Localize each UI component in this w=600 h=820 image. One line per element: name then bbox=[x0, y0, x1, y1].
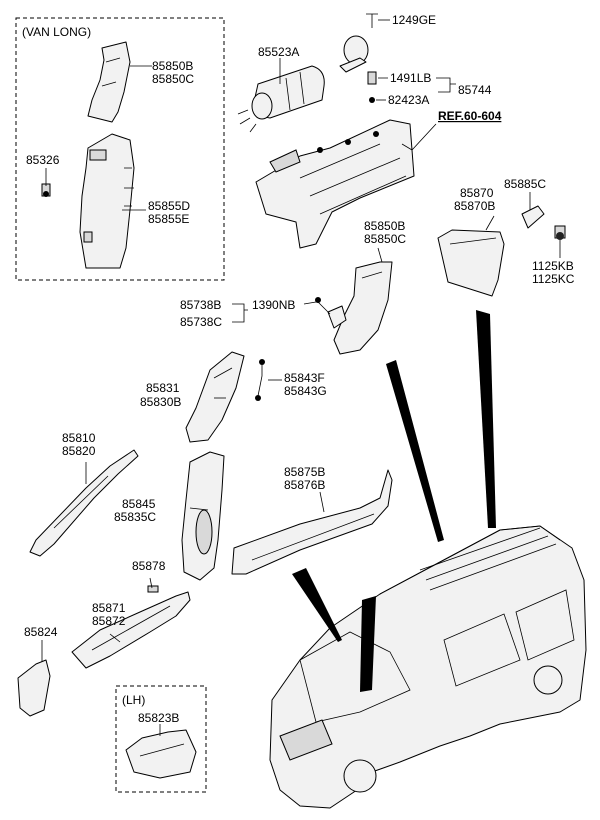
label-85823b: 85823B bbox=[138, 711, 179, 725]
part-labels: 1249GE 85523A 85850B 85850C 1491LB 85744… bbox=[24, 13, 575, 725]
b-pillar-trim-85845 bbox=[181, 451, 225, 581]
label-1125kc: 1125KC bbox=[532, 272, 575, 286]
label-85326: 85326 bbox=[26, 153, 60, 167]
screw-1125kb bbox=[554, 225, 566, 240]
label-1390nb: 1390NB bbox=[252, 298, 295, 312]
label-85843g: 85843G bbox=[284, 384, 327, 398]
lower-pillar-trim-85855 bbox=[79, 133, 135, 269]
callout-beam-step bbox=[360, 596, 376, 692]
van-body bbox=[269, 525, 587, 809]
label-1491lb: 1491LB bbox=[390, 71, 431, 85]
callout-beam-a-pillar bbox=[292, 568, 342, 642]
trim-85823b bbox=[125, 729, 197, 779]
bracket-85885c bbox=[521, 205, 545, 229]
label-85878: 85878 bbox=[132, 559, 166, 573]
label-82423a: 82423A bbox=[388, 93, 429, 107]
label-85835c: 85835C bbox=[114, 510, 156, 524]
label-85824: 85824 bbox=[24, 625, 58, 639]
upper-pillar-trim-85850 bbox=[87, 41, 131, 123]
hose-clamp bbox=[339, 13, 378, 73]
label-85870b: 85870B bbox=[454, 199, 495, 213]
label-85876b: 85876B bbox=[284, 478, 325, 492]
quarter-trim-85870 bbox=[437, 229, 505, 297]
label-85850c-top: 85850C bbox=[152, 72, 194, 86]
step-trim-85871 bbox=[71, 591, 191, 669]
sill-trim-85875 bbox=[231, 469, 393, 575]
label-85810: 85810 bbox=[62, 431, 96, 445]
label-85850c-mid: 85850C bbox=[364, 232, 406, 246]
label-85831: 85831 bbox=[146, 381, 180, 395]
cover-85824 bbox=[17, 659, 51, 717]
label-85872: 85872 bbox=[92, 614, 126, 628]
label-85871: 85871 bbox=[92, 601, 126, 615]
leader-lines bbox=[41, 19, 561, 736]
sill-trim-85810 bbox=[29, 449, 139, 557]
label-85843f: 85843F bbox=[284, 371, 325, 385]
clip-1390nb bbox=[315, 297, 321, 303]
label-85523a: 85523A bbox=[258, 45, 299, 59]
label-85850b-top: 85850B bbox=[152, 59, 193, 73]
label-85855d: 85855D bbox=[148, 199, 190, 213]
label-1249ge: 1249GE bbox=[392, 13, 436, 27]
label-85875b: 85875B bbox=[284, 465, 325, 479]
pillar-trim-85850-mid bbox=[333, 261, 393, 355]
bolt-1491lb bbox=[367, 71, 377, 85]
label-ref: REF.60-604 bbox=[438, 109, 502, 123]
label-85830b: 85830B bbox=[140, 395, 181, 409]
label-85738c: 85738C bbox=[180, 315, 222, 329]
lh-group-label: (LH) bbox=[122, 693, 145, 707]
label-85850b-mid: 85850B bbox=[364, 219, 405, 233]
canister-85523a bbox=[237, 65, 325, 133]
label-85870: 85870 bbox=[460, 186, 494, 200]
lh-group-box bbox=[115, 685, 207, 793]
callout-beam-pillar bbox=[386, 360, 444, 542]
label-85845: 85845 bbox=[122, 497, 156, 511]
van-long-group-box bbox=[15, 17, 225, 281]
wire-85843 bbox=[255, 359, 265, 401]
label-1125kb: 1125KB bbox=[532, 259, 574, 273]
label-85738b: 85738B bbox=[180, 298, 221, 312]
canister-bracket bbox=[255, 119, 415, 249]
callout-beam-quarter bbox=[476, 310, 496, 528]
clip-85878 bbox=[147, 585, 159, 593]
a-pillar-trim-85831 bbox=[185, 351, 245, 443]
label-85744: 85744 bbox=[458, 83, 492, 97]
nut-82423a bbox=[369, 97, 375, 103]
bracket-85738 bbox=[327, 305, 347, 329]
van-long-group-label: (VAN LONG) bbox=[22, 25, 91, 39]
label-85820: 85820 bbox=[62, 444, 96, 458]
label-85855e: 85855E bbox=[148, 212, 189, 226]
label-85885c: 85885C bbox=[504, 177, 546, 191]
